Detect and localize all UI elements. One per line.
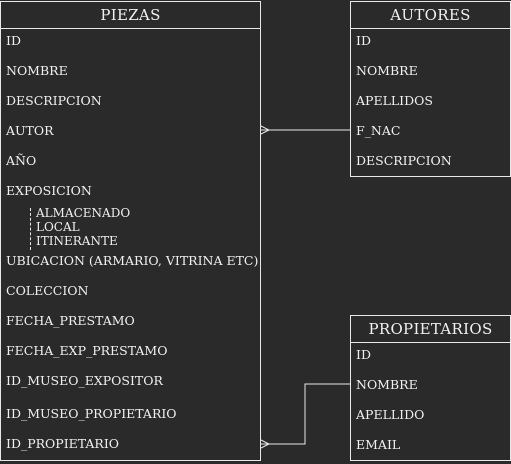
- piezas-attr-id: ID: [6, 33, 21, 48]
- piezas-attr-ano: AÑO: [6, 153, 37, 168]
- piezas-attr-coleccion: COLECCION: [6, 283, 89, 298]
- piezas-attr-id-museo-expositor: ID_MUSEO_EXPOSITOR: [6, 373, 163, 388]
- piezas-attr-fecha-exp-prestamo: FECHA_EXP_PRESTAMO: [6, 343, 168, 358]
- relation-autor-to-autores: [260, 125, 350, 135]
- relation-propietario-line: [261, 383, 350, 445]
- exposicion-value-almacenado: ALMACENADO: [36, 206, 131, 220]
- piezas-attr-id-propietario: ID_PROPIETARIO: [6, 436, 120, 451]
- piezas-attr-nombre: NOMBRE: [6, 63, 68, 78]
- crows-foot-autor-icon: [260, 125, 271, 135]
- entity-propietarios: PROPIETARIOS ID NOMBRE APELLIDO EMAIL: [350, 315, 511, 461]
- crows-foot-propietario-icon: [260, 439, 271, 449]
- exposicion-value-itinerante: ITINERANTE: [36, 234, 118, 248]
- autores-attr-nombre: NOMBRE: [356, 63, 418, 78]
- piezas-attr-autor: AUTOR: [6, 123, 54, 138]
- relation-propietario-to-propietarios: [260, 383, 350, 449]
- entity-autores-title: AUTORES: [351, 2, 510, 29]
- entity-piezas: PIEZAS ID NOMBRE DESCRIPCION AUTOR AÑO E…: [0, 1, 261, 461]
- piezas-attr-fecha-prestamo: FECHA_PRESTAMO: [6, 313, 135, 328]
- autores-attr-id: ID: [356, 33, 371, 48]
- piezas-attr-id-museo-propietario: ID_MUSEO_PROPIETARIO: [6, 406, 177, 421]
- propietarios-attr-nombre: NOMBRE: [356, 377, 418, 392]
- exposicion-value-local: LOCAL: [36, 220, 80, 234]
- entity-propietarios-title: PROPIETARIOS: [351, 316, 510, 343]
- entity-piezas-title: PIEZAS: [1, 2, 260, 29]
- entity-autores: AUTORES ID NOMBRE APELLIDOS F_NAC DESCRI…: [350, 1, 511, 177]
- piezas-attr-descripcion: DESCRIPCION: [6, 93, 102, 108]
- propietarios-attr-apellido: APELLIDO: [356, 407, 425, 422]
- propietarios-attr-email: EMAIL: [356, 437, 401, 452]
- piezas-attr-ubicacion: UBICACION (ARMARIO, VITRINA ETC): [6, 253, 259, 268]
- piezas-attr-exposicion: EXPOSICION: [6, 183, 92, 198]
- autores-attr-f-nac: F_NAC: [356, 123, 401, 138]
- propietarios-attr-id: ID: [356, 347, 371, 362]
- exposicion-values-guide: [30, 208, 31, 250]
- autores-attr-apellidos: APELLIDOS: [356, 93, 433, 108]
- autores-attr-descripcion: DESCRIPCION: [356, 153, 452, 168]
